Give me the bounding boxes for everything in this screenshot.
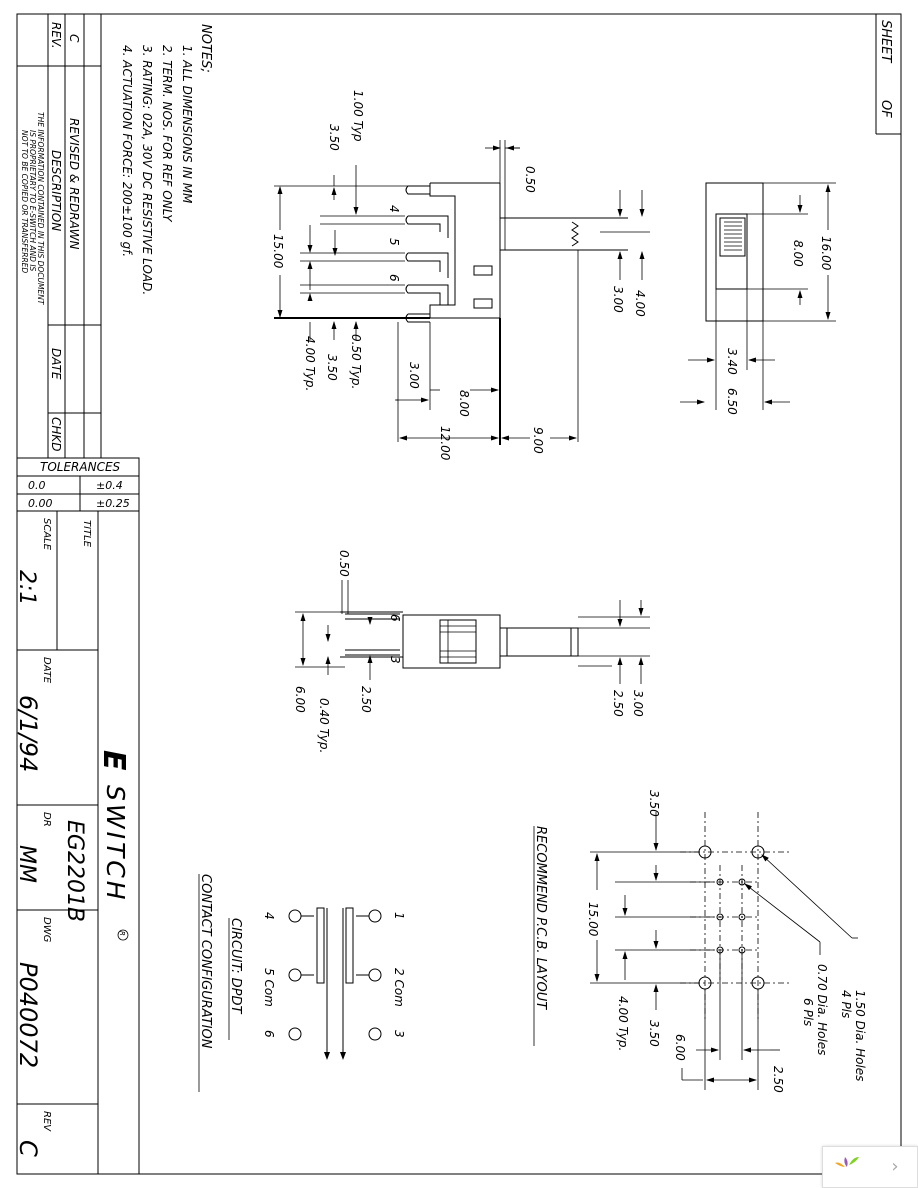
circuit-label-6: 6 xyxy=(262,1030,276,1038)
dim-8-00: 8.00 xyxy=(457,390,471,417)
callout-small-holes: 0.70 Dia. Holes xyxy=(815,964,829,1055)
pcb-dim-2-50: 2.50 xyxy=(771,1066,785,1093)
front-terminal-3: 3 xyxy=(388,656,402,664)
date-header: DATE xyxy=(49,348,63,380)
rev-block-value: C xyxy=(14,1140,42,1157)
pcb-dim-3-50-bottom: 3.50 xyxy=(647,1020,661,1047)
company-name: SWITCH xyxy=(101,785,130,903)
circuit-label-2: 2 Com xyxy=(392,968,406,1007)
dim-3-40: 3.40 xyxy=(725,348,739,375)
pcb-dim-6-00: 6.00 xyxy=(673,1034,687,1061)
circuit-diagram: CIRCUIT: DPDT CONTACT CONFIGURATION 1 2 … xyxy=(198,874,406,1092)
rev-header: REV. xyxy=(49,22,63,49)
description-header: DESCRIPTION xyxy=(49,150,63,231)
circuit-label-5: 5 Com xyxy=(262,968,276,1007)
proprietary-line-2: IS PROPRIETARY TO E-SWITCH AND IS xyxy=(28,130,37,272)
notes: NOTES; 1. ALL DIMENSIONS IN MM 2. TERM. … xyxy=(120,24,213,295)
callout-small-holes-count: 6 Pls xyxy=(801,998,815,1026)
dim-3-00-bottom: 3.00 xyxy=(407,362,421,389)
date-value: 6/1/94 xyxy=(14,695,42,772)
description-value: REVISED & REDRAWN xyxy=(67,118,81,249)
dim-4-00-right: 4.00 xyxy=(633,290,647,317)
of-label: OF xyxy=(878,100,893,118)
dim-8-00-top: 8.00 xyxy=(791,240,805,267)
part-number: EG2201B xyxy=(62,820,87,922)
tolerances-header: TOLERANCES xyxy=(40,460,121,474)
front-dim-6-00: 6.00 xyxy=(293,686,307,713)
notes-heading: NOTES; xyxy=(198,24,213,73)
tol-row2-value: ±0.25 xyxy=(96,497,130,510)
side-view: 1.00 Typ 3.50 15.00 0.50 3.00 4.00 4.00 … xyxy=(271,90,650,461)
e-switch-logo: E SWITCH R xyxy=(96,750,131,941)
revision-block: C REV. REVISED & REDRAWN DESCRIPTION DAT… xyxy=(17,14,102,459)
note-1: 1. ALL DIMENSIONS IN MM xyxy=(180,45,194,204)
note-2: 2. TERM. NOS. FOR REF ONLY xyxy=(160,45,174,223)
tol-row1-format: 0.0 xyxy=(28,479,46,492)
drawing-border xyxy=(16,13,902,1175)
title-label: TITLE xyxy=(81,520,92,548)
note-4: 4. ACTUATION FORCE: 200±100 gf. xyxy=(120,45,134,257)
dwg-value: P040072 xyxy=(14,962,42,1068)
next-page-button[interactable]: › xyxy=(891,1156,899,1177)
date-label: DATE xyxy=(41,657,52,684)
dr-label: DR xyxy=(41,812,52,827)
top-view: 16.00 8.00 3.40 6.50 xyxy=(680,182,836,415)
pcb-dim-15-00: 15.00 xyxy=(586,902,600,937)
dim-0-50-typ: 0.50 Typ. xyxy=(349,334,363,389)
front-dim-3-00: 3.00 xyxy=(631,690,645,717)
front-view: 0.50 6.00 0.40 Typ. 2.50 3.00 2.50 6 3 xyxy=(293,550,650,753)
front-terminal-6: 6 xyxy=(388,614,402,622)
company-letter: E xyxy=(96,750,131,771)
circuit-label-3: 3 xyxy=(392,1030,406,1038)
dim-6-50: 6.50 xyxy=(725,388,739,415)
contact-config-title: CONTACT CONFIGURATION xyxy=(198,874,213,1049)
dim-1-00-typ: 1.00 Typ xyxy=(351,90,365,142)
registered-mark: R xyxy=(118,931,126,936)
dim-9-00: 9.00 xyxy=(531,427,545,454)
tol-row2-format: 0.00 xyxy=(28,497,53,510)
scale-value: 2:1 xyxy=(14,570,39,605)
dr-value: MM xyxy=(14,845,39,883)
dim-15-00: 15.00 xyxy=(271,234,285,269)
dwg-label: DWG xyxy=(41,917,52,943)
proprietary-line-1: THE INFORMATION CONTAINED IN THIS DOCUME… xyxy=(36,112,45,306)
dim-0-50: 0.50 xyxy=(523,166,537,193)
callout-large-holes-count: 4 Pls xyxy=(839,990,853,1018)
callout-large-holes: 1.50 Dia. Holes xyxy=(853,990,867,1081)
tol-row1-value: ±0.4 xyxy=(96,479,123,492)
front-dim-2-50: 2.50 xyxy=(359,686,373,713)
pcb-layout: RECOMMEND P.C.B. LAYOUT xyxy=(533,790,867,1093)
rev-block-label: REV xyxy=(41,1111,52,1132)
terminal-label-5: 5 xyxy=(387,238,401,246)
front-dim-0-40-typ: 0.40 Typ. xyxy=(317,698,331,753)
terminal-label-6: 6 xyxy=(387,274,401,282)
viewer-logo-icon xyxy=(835,1157,859,1179)
rev-value: C xyxy=(67,34,81,43)
scale-label: SCALE xyxy=(41,518,52,551)
tolerances-block: TOLERANCES 0.0 ±0.4 0.00 ±0.25 xyxy=(16,457,140,512)
dim-3-00-right: 3.00 xyxy=(611,286,625,313)
dim-12-00: 12.00 xyxy=(438,426,452,461)
pcb-layout-title: RECOMMEND P.C.B. LAYOUT xyxy=(533,826,548,1010)
proprietary-line-3: NOT TO BE COPIED OR TRANSFERRED xyxy=(20,130,29,273)
terminal-label-4: 4 xyxy=(387,205,401,213)
circuit-label-1: 1 xyxy=(392,912,406,920)
chkd-header: CHKD xyxy=(49,417,63,452)
sheet-label: SHEET xyxy=(878,20,893,63)
pcb-dim-4-00-typ: 4.00 Typ. xyxy=(616,996,630,1051)
dim-3-50-bottom: 3.50 xyxy=(325,354,339,381)
front-dim-2-50-right: 2.50 xyxy=(611,690,625,717)
circuit-title: CIRCUIT: DPDT xyxy=(228,918,243,1014)
dim-16-00: 16.00 xyxy=(819,236,833,271)
front-dim-0-50: 0.50 xyxy=(337,550,351,577)
title-block: TITLE E SWITCH R EG2201B SCALE 2:1 DATE … xyxy=(14,458,140,1174)
note-3: 3. RATING: 02A, 30V DC RESISTIVE LOAD. xyxy=(140,45,154,295)
viewer-nav-widget: › xyxy=(822,1146,918,1188)
sheet-block: SHEET OF xyxy=(875,14,901,135)
dim-4-00-typ: 4.00 Typ. xyxy=(303,336,317,391)
circuit-label-4: 4 xyxy=(262,912,276,920)
pcb-dim-3-50-top: 3.50 xyxy=(647,790,661,817)
dim-3-50-top: 3.50 xyxy=(327,124,341,151)
